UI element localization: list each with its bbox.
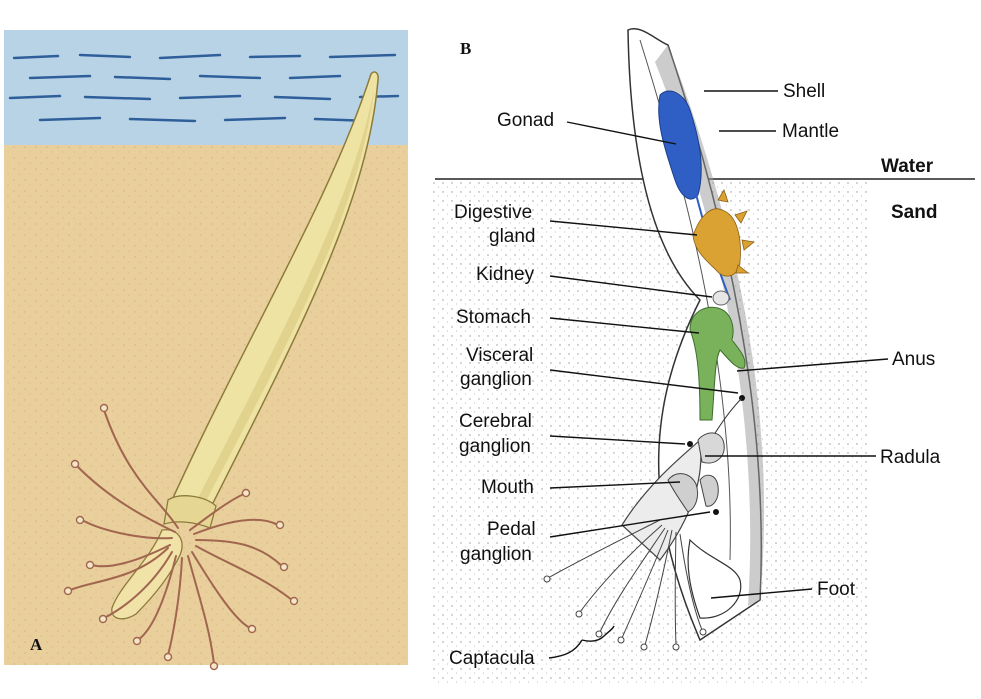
label-cerebral-ganglion-1: Cerebral — [459, 411, 532, 432]
mantle-shading — [655, 45, 765, 606]
label-cerebral-ganglion-2: ganglion — [459, 436, 531, 457]
label-radula: Radula — [880, 447, 941, 468]
label-captacula: Captacula — [449, 648, 535, 669]
leader-lines — [548, 90, 889, 659]
zone-label-water: Water — [881, 156, 934, 177]
cerebral-ganglion-dot — [687, 441, 693, 447]
digestive-gland-organ — [692, 189, 755, 277]
label-foot: Foot — [817, 579, 856, 600]
label-stomach: Stomach — [456, 307, 531, 328]
captacula-b-tips — [543, 575, 707, 651]
panel-a: A — [4, 30, 408, 671]
label-digestive-gland-1: Digestive — [454, 202, 532, 223]
captacula-b — [547, 519, 703, 646]
label-gonad: Gonad — [497, 110, 554, 131]
tusk-shell — [170, 71, 379, 506]
label-mouth: Mouth — [481, 477, 534, 498]
label-mantle: Mantle — [782, 121, 839, 142]
sand-texture-a — [4, 145, 408, 665]
panel-label-a: A — [30, 635, 43, 654]
water-region-a — [4, 30, 408, 145]
captacula-a — [69, 409, 293, 665]
water-streaks — [8, 53, 400, 123]
label-pedal-ganglion-1: Pedal — [487, 519, 536, 540]
label-visceral-ganglion-2: ganglion — [460, 369, 532, 390]
zone-label-sand: Sand — [891, 202, 937, 223]
buccal-mass — [697, 432, 725, 464]
mouth-structure-2 — [699, 474, 719, 507]
pedal-ganglion-dot — [713, 509, 719, 515]
label-shell: Shell — [783, 81, 825, 102]
gonad-organ — [658, 90, 702, 200]
label-digestive-gland-2: gland — [489, 226, 536, 247]
label-pedal-ganglion-2: ganglion — [460, 544, 532, 565]
label-kidney: Kidney — [476, 264, 535, 285]
panel-label-b: B — [460, 39, 471, 58]
label-visceral-ganglion-1: Visceral — [466, 345, 533, 366]
sand-region-b — [430, 180, 870, 685]
label-anus: Anus — [892, 349, 935, 370]
mouth-structure — [667, 473, 699, 513]
kidney-organ — [712, 290, 730, 306]
panel-b: B Water Sand Shell Mantle Gonad Digestiv… — [430, 27, 975, 685]
captacula-tips-a — [63, 403, 299, 671]
foot-b — [687, 538, 742, 619]
stomach-organ — [689, 306, 746, 421]
